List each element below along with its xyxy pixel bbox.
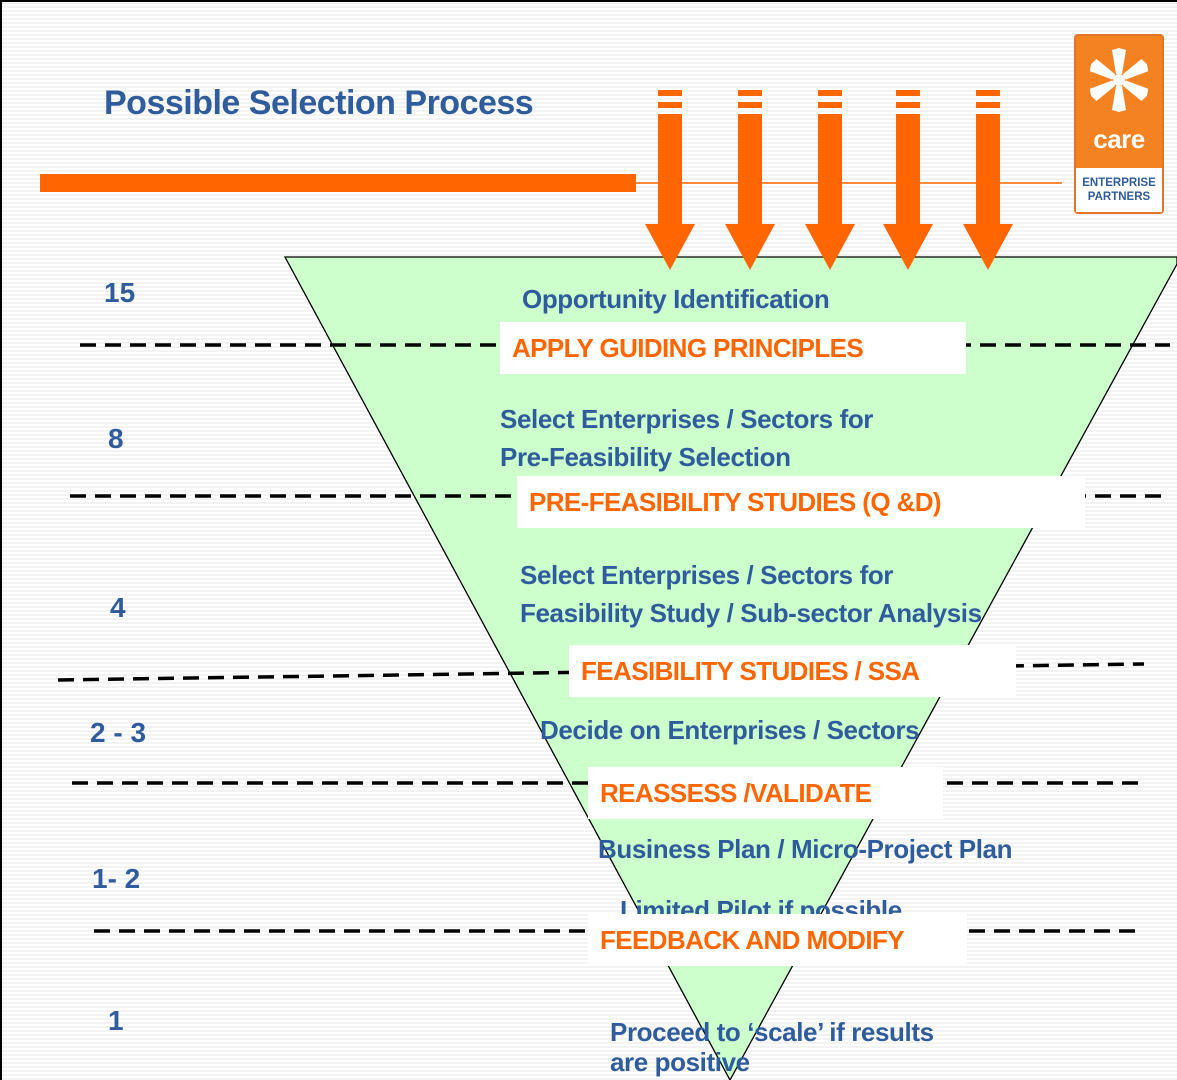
process-step-label: APPLY GUIDING PRINCIPLES [500, 322, 966, 374]
stage-description: Select Enterprises / Sectors for [500, 404, 874, 434]
stage-count: 2 - 3 [90, 717, 147, 748]
process-step-label: FEASIBILITY STUDIES / SSA [569, 645, 1016, 697]
input-arrows [645, 90, 1013, 270]
stage-description: Business Plan / Micro-Project Plan [598, 834, 1013, 864]
logo-subtitle-line2: PARTNERS [1087, 191, 1151, 203]
stage-description: Opportunity Identification [522, 284, 830, 314]
down-arrow [883, 90, 933, 270]
process-step-label: PRE-FEASIBILITY STUDIES (Q &D) [517, 476, 1085, 528]
stage-description: Pre-Feasibility Selection [500, 442, 791, 472]
logo-brand-text: care [1093, 124, 1145, 154]
care-logo: care ENTERPRISE PARTNERS [1074, 34, 1164, 214]
stage-count: 8 [108, 423, 124, 454]
stage-description: Select Enterprises / Sectors for [520, 560, 894, 590]
stage-description: are positive [610, 1047, 750, 1077]
page-title: Possible Selection Process [104, 84, 534, 122]
stage-count: 1- 2 [92, 863, 141, 894]
logo-subtitle: ENTERPRISE PARTNERS [1076, 168, 1162, 212]
process-step-label: REASSESS /VALIDATE [588, 767, 943, 819]
down-arrow [725, 90, 775, 270]
stage-description: Proceed to ‘scale’ if results [610, 1017, 934, 1047]
stage-count: 4 [110, 592, 126, 623]
logo-subtitle-line1: ENTERPRISE [1082, 177, 1156, 189]
care-emblem-icon [1090, 48, 1148, 112]
stage-description: Feasibility Study / Sub-sector Analysis [520, 598, 982, 628]
stage-count: 15 [104, 277, 136, 308]
down-arrow [645, 90, 695, 270]
stage-description: Decide on Enterprises / Sectors [540, 715, 920, 745]
process-step-label: FEEDBACK AND MODIFY [588, 914, 967, 966]
down-arrow [805, 90, 855, 270]
down-arrow [963, 90, 1013, 270]
stage-count: 1 [108, 1005, 124, 1036]
title-underline-bar [40, 174, 636, 192]
